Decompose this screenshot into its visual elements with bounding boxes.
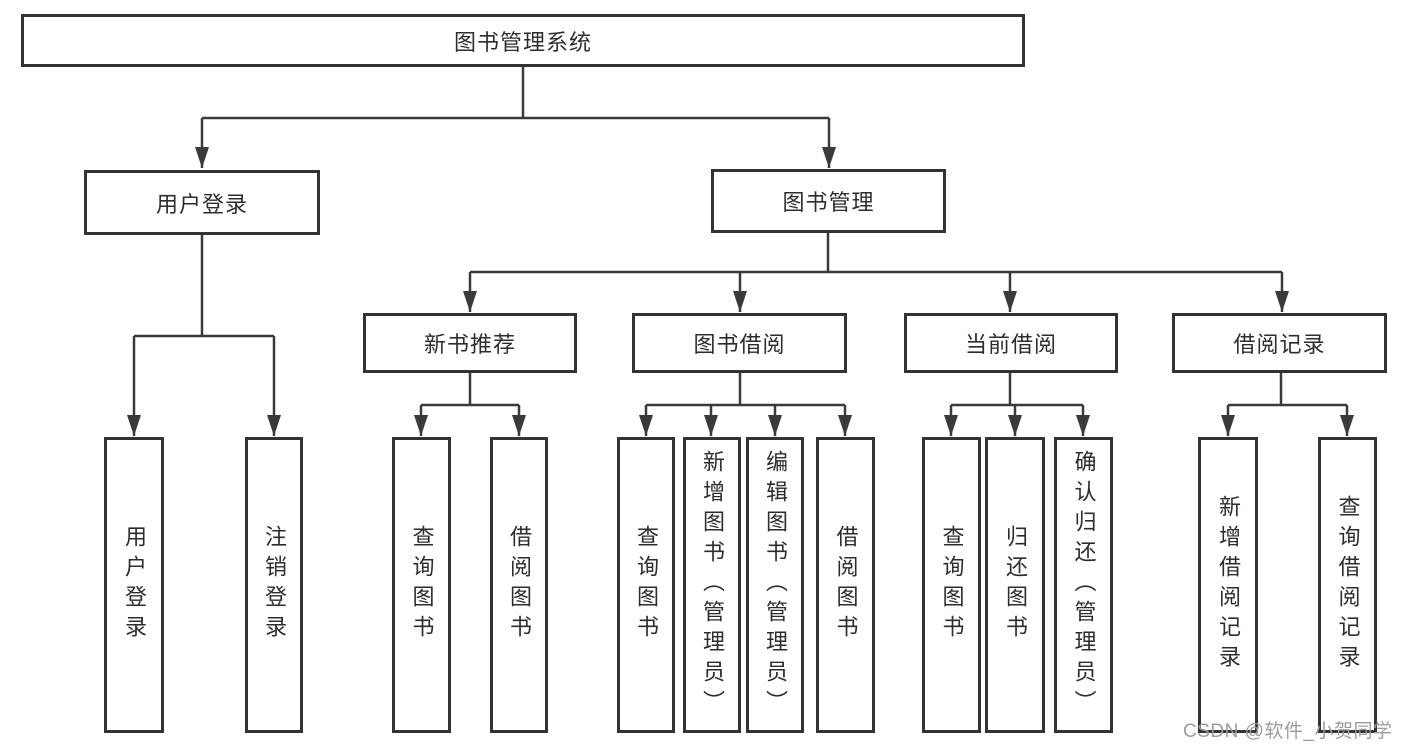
leaf-borrowing-edit-books-admin-label: 编辑图书（管理员）: [763, 450, 788, 720]
leaf-current-confirm-return-admin: 确认归还（管理员）: [1054, 437, 1113, 733]
connector-root-bus: [202, 67, 829, 120]
leaf-records-add-record-label: 新增借阅记录: [1216, 495, 1241, 675]
leaf-current-confirm-return-admin-label: 确认归还（管理员）: [1071, 450, 1097, 720]
leaf-logout-label: 注销登录: [262, 525, 287, 645]
leaf-user-login: 用户登录: [104, 437, 164, 733]
leaf-current-return-books: 归还图书: [985, 437, 1045, 733]
connector-current-bus: [951, 373, 1083, 407]
node-user-login: 用户登录: [84, 170, 320, 235]
leaf-borrowing-borrow-books-label: 借阅图书: [833, 525, 859, 645]
leaf-newrec-borrow-books-label: 借阅图书: [507, 525, 532, 645]
node-new-book-recommendation: 新书推荐: [363, 313, 577, 373]
node-root-label: 图书管理系统: [453, 29, 592, 55]
node-borrowing-records-label: 借阅记录: [1233, 332, 1326, 357]
node-current-borrowing: 当前借阅: [904, 313, 1118, 373]
leaf-user-login-label: 用户登录: [122, 525, 147, 645]
node-root-system: 图书管理系统: [21, 14, 1025, 67]
leaf-logout: 注销登录: [245, 437, 303, 733]
node-book-borrowing: 图书借阅: [632, 313, 847, 373]
leaf-newrec-query-books: 查询图书: [392, 437, 451, 733]
leaf-borrowing-borrow-books: 借阅图书: [816, 437, 875, 733]
node-book-management: 图书管理: [711, 169, 946, 233]
connector-bookmgmt-bus: [470, 233, 1282, 274]
leaf-records-add-record: 新增借阅记录: [1198, 437, 1258, 733]
node-current-borrowing-label: 当前借阅: [964, 332, 1057, 357]
leaf-borrowing-query-books-label: 查询图书: [634, 525, 659, 645]
leaf-borrowing-add-books-admin: 新增图书（管理员）: [683, 437, 741, 733]
leaf-current-return-books-label: 归还图书: [1003, 525, 1028, 645]
leaf-current-query-books-label: 查询图书: [939, 525, 965, 645]
leaf-borrowing-edit-books-admin: 编辑图书（管理员）: [746, 437, 804, 733]
leaf-newrec-borrow-books: 借阅图书: [490, 437, 548, 733]
connector-newrec-bus: [421, 373, 519, 407]
node-new-book-recommendation-label: 新书推荐: [423, 332, 516, 357]
node-user-login-label: 用户登录: [155, 191, 248, 217]
connector-userlogin-bus: [134, 235, 274, 338]
leaf-borrowing-add-books-admin-label: 新增图书（管理员）: [700, 450, 725, 720]
leaf-newrec-query-books-label: 查询图书: [409, 525, 435, 645]
connector-borrowing-bus: [646, 373, 845, 407]
leaf-borrowing-query-books: 查询图书: [617, 437, 675, 733]
connector-records-bus: [1228, 373, 1347, 407]
node-book-borrowing-label: 图书借阅: [693, 332, 786, 357]
watermark: CSDN @软件_小贺同学: [1183, 721, 1393, 742]
node-borrowing-records: 借阅记录: [1172, 313, 1387, 373]
node-book-management-label: 图书管理: [782, 190, 875, 215]
leaf-current-query-books: 查询图书: [922, 437, 981, 733]
leaf-records-query-record: 查询借阅记录: [1318, 437, 1377, 733]
leaf-records-query-record-label: 查询借阅记录: [1335, 495, 1361, 675]
